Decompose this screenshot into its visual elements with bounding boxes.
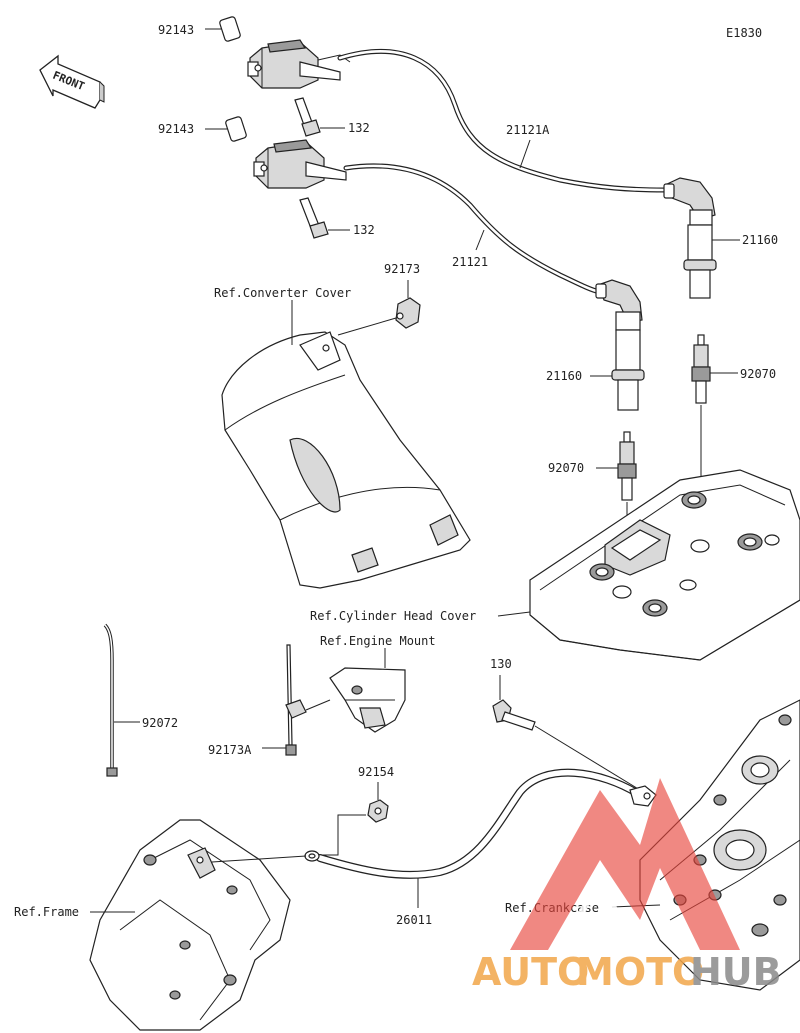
plug-cap-21160-right	[663, 177, 717, 299]
ref-converter-cover: Ref.Converter Cover	[214, 286, 351, 300]
label-132-lower: 132	[353, 223, 375, 237]
label-92072: 92072	[142, 716, 178, 730]
label-21121: 21121	[452, 255, 488, 269]
clip-92173	[395, 297, 421, 329]
label-21121A: 21121A	[506, 123, 550, 137]
cable-tie-92072	[103, 623, 118, 777]
cable-21121	[343, 163, 603, 295]
label-92173A: 92173A	[208, 743, 252, 757]
label-132-upper: 132	[348, 121, 370, 135]
cable-21121A	[337, 48, 668, 193]
diagram-code: E1830	[726, 26, 762, 40]
spark-plug-92070-left	[617, 431, 637, 501]
bolt-132-lower	[299, 197, 329, 239]
watermark-moto: MOTO	[576, 950, 704, 994]
label-130: 130	[490, 657, 512, 671]
plug-cap-21160-left	[595, 279, 645, 411]
ref-cylinder-head-cover: Ref.Cylinder Head Cover	[310, 609, 476, 623]
label-92143-upper: 92143	[158, 23, 194, 37]
cylinder-head-cover	[529, 469, 800, 661]
label-92154: 92154	[358, 765, 394, 779]
spark-plug-92070-right	[691, 334, 711, 404]
cap-92143-upper	[219, 16, 241, 42]
bolt-130	[492, 699, 536, 731]
engine-mount	[329, 667, 406, 733]
cap-92143-lower	[225, 116, 247, 142]
label-21160-left: 21160	[546, 369, 582, 383]
label-21160-right: 21160	[742, 233, 778, 247]
ignition-coil-upper	[247, 39, 351, 89]
ground-lead-26011	[304, 768, 657, 879]
label-26011: 26011	[396, 913, 432, 927]
front-arrow-icon: FRONT	[39, 54, 105, 109]
ignition-coil-lower	[253, 139, 347, 189]
ref-frame: Ref.Frame	[14, 905, 79, 919]
ref-engine-mount: Ref.Engine Mount	[320, 634, 436, 648]
clamp-92173A	[285, 644, 307, 756]
watermark-auto: AUTO	[472, 950, 589, 994]
bolt-92154	[367, 799, 389, 823]
label-92143-lower: 92143	[158, 122, 194, 136]
converter-cover	[221, 331, 471, 589]
automotohub-watermark: AUTO MOTO HUB	[472, 778, 782, 994]
label-92070-right: 92070	[740, 367, 776, 381]
label-92070-left: 92070	[548, 461, 584, 475]
frame	[89, 819, 291, 1031]
bolt-132-upper	[294, 97, 321, 137]
watermark-hub: HUB	[690, 950, 782, 994]
label-92173: 92173	[384, 262, 420, 276]
